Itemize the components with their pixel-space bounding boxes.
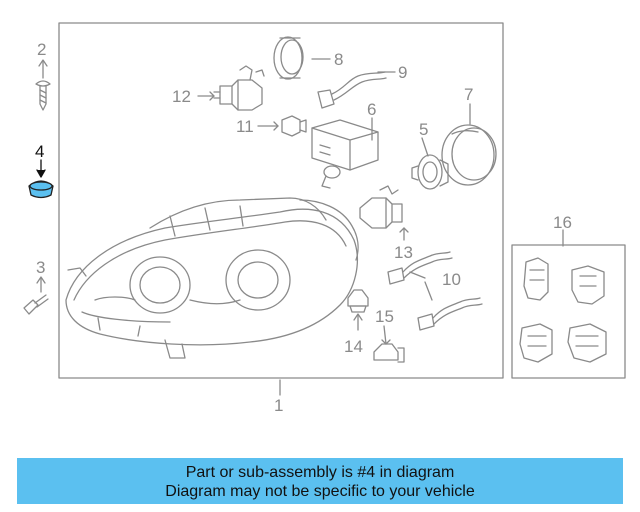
small-bulb-icon-part-15 [373, 343, 405, 363]
subassembly-parts-icon-part-16 [519, 257, 607, 363]
callout-1: 1 [274, 396, 283, 415]
callout-4: 4 [35, 142, 44, 161]
cover-ring-icon-part-7 [441, 124, 497, 186]
banner-line-1: Part or sub-assembly is #4 in diagram [185, 464, 455, 481]
banner-line-2: Diagram may not be specific to your vehi… [165, 483, 475, 500]
screw-icon-part-2 [35, 59, 51, 111]
control-module-icon-part-6 [311, 119, 379, 189]
wire-socket-icon-part-9 [317, 71, 387, 109]
callout-15: 15 [375, 307, 394, 326]
callout-14: 14 [344, 337, 363, 356]
callout-3: 3 [36, 258, 45, 277]
wire-socket-icon-part-10 [387, 251, 483, 331]
bulb-icon-part-13 [359, 185, 403, 229]
small-bulb-icon-part-14 [347, 289, 369, 331]
info-banner: Part or sub-assembly is #4 in diagram Di… [17, 458, 623, 504]
callout-6: 6 [367, 100, 376, 119]
callout-11: 11 [236, 117, 254, 136]
callout-5: 5 [419, 120, 428, 139]
cover-ring-icon-part-8 [273, 36, 304, 80]
callout-7: 7 [464, 85, 473, 104]
assembly-frame [58, 22, 504, 379]
callout-16: 16 [553, 213, 572, 232]
cap-icon-part-4 [28, 159, 54, 199]
bulb-holder-icon-part-5 [411, 154, 449, 190]
bolt-icon-part-3 [23, 276, 49, 315]
callout-8: 8 [334, 50, 343, 69]
leader-lines [197, 58, 564, 396]
callout-2: 2 [37, 40, 46, 59]
callout-9: 9 [398, 63, 407, 82]
headlamp-housing-icon [65, 197, 359, 359]
callout-10: 10 [442, 270, 461, 289]
callout-labels: 1 2 3 4 5 6 7 8 9 10 11 12 13 14 15 16 [35, 40, 572, 415]
subassembly-frame-16 [511, 244, 626, 379]
callout-12: 12 [172, 87, 191, 106]
bulb-icon-part-12 [213, 65, 265, 111]
small-bulb-icon-part-11 [281, 115, 307, 137]
callout-13: 13 [394, 243, 413, 262]
